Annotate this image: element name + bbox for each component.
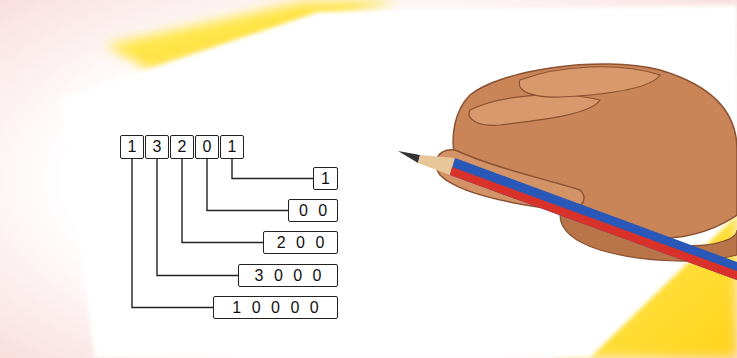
place-value-box: 1 [313,167,338,190]
place-value-digits: 0 0 [296,203,330,219]
place-value-digits: 1 0 0 0 0 [229,300,321,316]
place-value-box: 0 0 [288,199,338,222]
hand-finger [469,95,600,126]
place-value-box: 1 0 0 0 0 [213,296,338,319]
hand-finger [519,67,660,97]
place-value-box: 2 0 0 [263,231,338,254]
place-value-digits: 3 0 0 0 [252,268,325,284]
digit-box: 2 [170,135,194,159]
digit-box: 0 [195,135,219,159]
leader-line [207,159,288,211]
place-value-digits: 3 [150,139,165,155]
place-value-digits: 1 [225,139,240,155]
place-value-digits: 2 [175,139,190,155]
leader-line [232,159,313,179]
digit-box: 3 [145,135,169,159]
leader-line [132,159,213,308]
pencil-body-red [450,167,737,280]
pencil-body-blue [450,158,737,280]
pencil-tip [398,151,420,163]
place-value-digits: 1 [125,139,140,155]
digit-box: 1 [220,135,244,159]
place-value-digits: 1 [318,171,333,187]
digit-box: 1 [120,135,144,159]
place-value-box: 3 0 0 0 [238,264,338,287]
place-value-digits: 2 0 0 [274,235,328,251]
hand [436,64,737,261]
place-value-digits: 0 [200,139,215,155]
leader-line [182,159,263,243]
pencil-wood [418,155,455,175]
leader-line [157,159,238,276]
pencil [398,151,737,280]
paper-sheet [60,5,737,358]
